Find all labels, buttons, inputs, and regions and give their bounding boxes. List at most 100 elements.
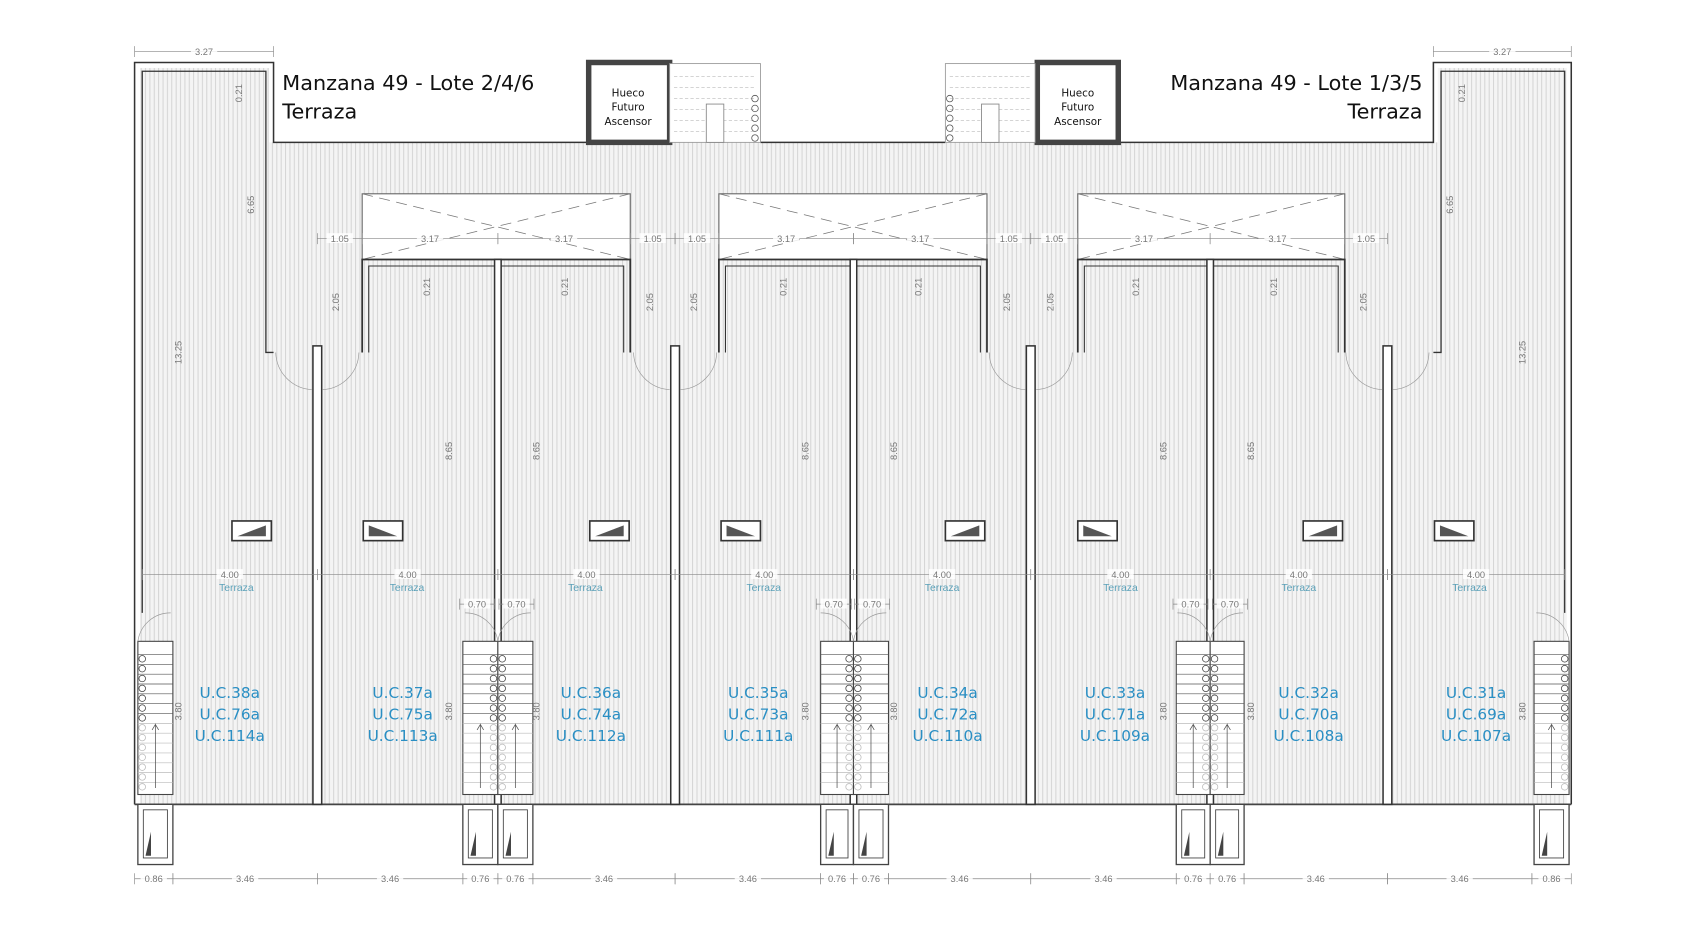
dimension-label: 3.46: [739, 874, 757, 884]
unit-code: U.C.108a: [1274, 727, 1344, 745]
baluster: [138, 694, 146, 702]
baluster: [1202, 704, 1210, 712]
baluster: [1561, 783, 1569, 791]
dimension-label: 3.27: [195, 47, 213, 57]
door-swing: [1177, 612, 1211, 642]
dimension-label-bg: [946, 873, 973, 884]
baluster: [1561, 655, 1569, 663]
dimension-label: 1.05: [1045, 234, 1063, 244]
dimension-label: 3.17: [1135, 234, 1153, 244]
stair-step-mark: [470, 831, 476, 856]
baluster: [498, 783, 506, 791]
unit-code: U.C.73a: [728, 706, 788, 724]
door-swing: [465, 612, 499, 642]
dimension-label: 0.21: [1457, 84, 1467, 102]
door-swing: [275, 352, 360, 390]
elevator-label-1: Hueco: [1061, 87, 1094, 99]
dimension-label-bg: [1302, 873, 1329, 884]
baluster: [1561, 733, 1569, 742]
dimension-label: 0.70: [1181, 599, 1199, 609]
dimension-label-bg: [1462, 569, 1490, 579]
void-cross: [362, 193, 631, 260]
dimension-label: 0.21: [1269, 278, 1279, 296]
stair-arrow: [1223, 723, 1231, 788]
stair-base-inner: [825, 809, 849, 859]
dimension-label: 13.25: [174, 341, 184, 364]
dimension-label-bg: [1090, 873, 1117, 884]
stair-base-inner: [502, 809, 528, 859]
baluster: [751, 104, 759, 113]
baluster: [845, 655, 853, 663]
stair-arrow: [511, 723, 519, 788]
baluster: [946, 134, 954, 142]
dimension-label-bg: [140, 873, 167, 884]
baluster: [854, 773, 862, 781]
baluster: [498, 704, 506, 712]
stair-base: [819, 803, 855, 866]
title-left: Manzana 49 - Lote 2/4/6: [282, 71, 534, 95]
baluster: [845, 743, 853, 752]
baluster: [498, 694, 506, 702]
door-swing: [633, 352, 718, 390]
baluster: [854, 704, 862, 712]
unit-code: U.C.74a: [561, 706, 621, 724]
elevator-label-2: Futuro: [612, 102, 645, 114]
dimension-label-bg: [773, 233, 800, 244]
unit-code: U.C.110a: [912, 727, 982, 745]
units: TerrazaU.C.38aU.C.76aU.C.114aTerrazaU.C.…: [195, 583, 1511, 745]
dimension-label-bg: [463, 598, 491, 609]
dimension-label-bg: [1264, 233, 1291, 244]
room-label: Terraza: [925, 583, 960, 594]
dimension-label: 6.65: [1445, 196, 1455, 214]
room-label: Terraza: [568, 583, 603, 594]
dimension-label: 1.05: [1000, 234, 1018, 244]
baluster: [498, 743, 506, 752]
door-swing: [988, 352, 1073, 390]
baluster: [138, 743, 146, 752]
unit-code: U.C.113a: [368, 727, 438, 745]
baluster: [845, 674, 853, 683]
unit-code: U.C.70a: [1278, 706, 1338, 724]
baluster: [845, 665, 853, 673]
dimension-label: 3.80: [801, 702, 811, 720]
baluster: [854, 655, 862, 663]
unit-code: U.C.112a: [556, 727, 626, 745]
title-right: Manzana 49 - Lote 1/3/5: [1170, 71, 1422, 95]
dimension-label-bg: [734, 873, 762, 884]
baluster: [138, 783, 146, 791]
subtitle-left: Terraza: [281, 99, 357, 123]
baluster: [854, 743, 862, 752]
dimension-label: 8.65: [801, 442, 811, 460]
baluster: [498, 674, 506, 683]
baluster: [498, 724, 506, 732]
baluster: [1210, 724, 1219, 732]
baluster: [138, 655, 146, 663]
void-cross: [1077, 193, 1345, 260]
baluster: [1210, 783, 1219, 791]
baluster: [854, 665, 862, 673]
dimension-label: 3.46: [236, 874, 254, 884]
dimension-label: 0.21: [234, 84, 244, 102]
baluster: [489, 743, 498, 752]
tower-floor-left: [140, 67, 270, 145]
unit-code: U.C.36a: [561, 684, 621, 702]
dimension-label-bg: [416, 233, 444, 244]
dimension-label: 2.05: [1046, 293, 1056, 311]
dimension-label-bg: [1446, 873, 1473, 884]
unit-code: U.C.37a: [372, 684, 432, 702]
baluster: [1561, 724, 1569, 732]
baluster: [138, 763, 146, 771]
baluster: [498, 733, 506, 742]
dimension-label: 1.05: [688, 234, 706, 244]
baluster: [1210, 743, 1219, 752]
baluster: [845, 753, 853, 761]
unit-code: U.C.76a: [200, 706, 260, 724]
dimension-label: 3.80: [174, 702, 184, 720]
baluster: [1202, 684, 1210, 693]
baluster: [946, 124, 954, 132]
dimension-label-bg: [503, 598, 530, 609]
room-label: Terraza: [1103, 583, 1138, 594]
door-swing: [820, 612, 854, 642]
